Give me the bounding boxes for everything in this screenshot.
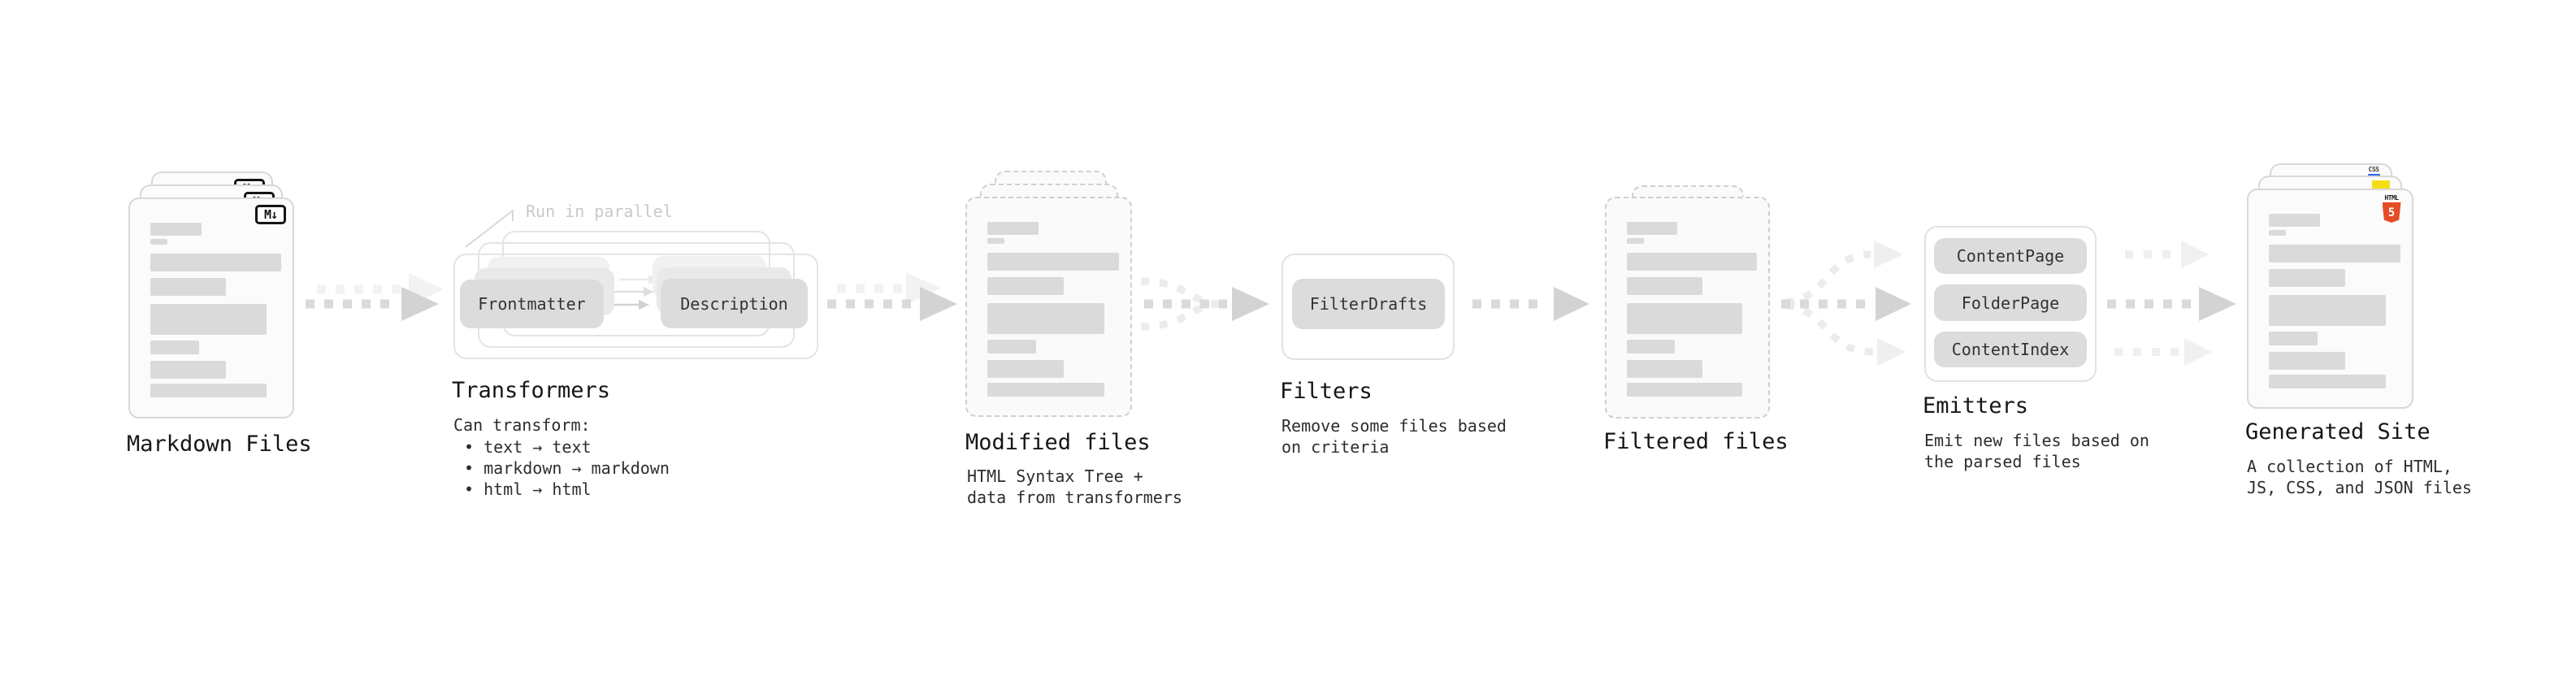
placeholder-line [1627,238,1644,244]
markdown-doc-front: M↓ [128,197,294,419]
run-in-parallel-note: Run in parallel [526,202,673,221]
placeholder-line [2269,230,2287,236]
document-placeholder-lines [987,222,1119,397]
placeholder-line [150,340,199,354]
placeholder-line [150,361,227,379]
markdown-icon: M↓ [255,205,286,224]
placeholder-line [150,304,267,335]
placeholder-line [987,238,1005,244]
placeholder-line [150,254,281,271]
placeholder-line [2269,375,2387,388]
filtered-doc-front [1605,197,1770,419]
placeholder-line [150,239,167,245]
markdown-icon-glyph: M↓ [263,207,278,222]
placeholder-line [987,383,1105,397]
placeholder-line [1627,303,1743,334]
placeholder-line [987,360,1064,378]
filters-desc: Remove some files based on criteria [1281,416,1507,457]
generated-doc-front: HTML 5 [2247,189,2413,409]
folderpage-pill: FolderPage [1934,284,2087,321]
document-placeholder-lines [150,223,281,397]
placeholder-line [1627,360,1702,378]
placeholder-line [2269,332,2318,345]
html5-icon-shield: 5 [2382,202,2401,223]
placeholder-line [987,222,1039,235]
filterdrafts-pill: FilterDrafts [1292,279,1445,329]
placeholder-line [987,253,1119,271]
modified-files-desc: HTML Syntax Tree + data from transformer… [967,466,1182,507]
transformers-bullet-list: • text → text • markdown → markdown • ht… [464,437,670,499]
modified-doc-front [965,197,1132,417]
generated-site-title: Generated Site [2245,419,2431,445]
placeholder-line [2269,245,2400,262]
placeholder-line [987,340,1036,354]
placeholder-line [150,384,267,397]
placeholder-line [2269,214,2321,227]
placeholder-line [150,278,227,296]
emitters-title: Emitters [1923,393,2029,419]
contentindex-pill: ContentIndex [1934,332,2087,367]
arrow-transformers-to-modified [827,272,957,321]
placeholder-line [987,277,1064,295]
placeholder-line [1627,383,1743,397]
description-pill: Description [661,279,808,328]
transformer-card-front [453,254,818,359]
modified-files-title: Modified files [965,430,1151,455]
document-placeholder-lines [2269,214,2400,388]
arrow-markdown-to-transformers [306,273,444,321]
placeholder-line [2269,295,2387,326]
placeholder-line [1627,340,1676,354]
arrow-modified-to-filters [1140,277,1269,331]
contentpage-pill: ContentPage [1934,238,2087,274]
filters-title: Filters [1280,379,1373,404]
document-placeholder-lines [1627,222,1757,397]
html5-icon-label: HTML [2384,194,2399,202]
html5-icon-number: 5 [2387,206,2396,219]
placeholder-line [2269,269,2345,287]
placeholder-line [150,223,202,236]
filtered-files-title: Filtered files [1603,429,1789,454]
placeholder-line [1627,277,1702,295]
html5-icon: HTML 5 [2381,194,2402,223]
generated-site-desc: A collection of HTML, JS, CSS, and JSON … [2247,457,2472,497]
arrow-filters-to-filtered [1472,287,1589,321]
css-icon-label: CSS [2368,166,2379,173]
emitters-desc: Emit new files based on the parsed files [1924,431,2149,471]
placeholder-line [1627,253,1757,271]
frontmatter-pill: Frontmatter [460,280,604,328]
markdown-files-title: Markdown Files [127,432,312,457]
placeholder-line [1627,222,1678,235]
arrows-emitters-to-generated [2107,241,2236,366]
transformers-title: Transformers [452,378,611,403]
placeholder-line [2269,352,2345,370]
placeholder-line [987,303,1105,334]
arrow-filtered-to-emitters [1781,241,1911,366]
transformers-desc-heading: Can transform: [453,415,591,435]
